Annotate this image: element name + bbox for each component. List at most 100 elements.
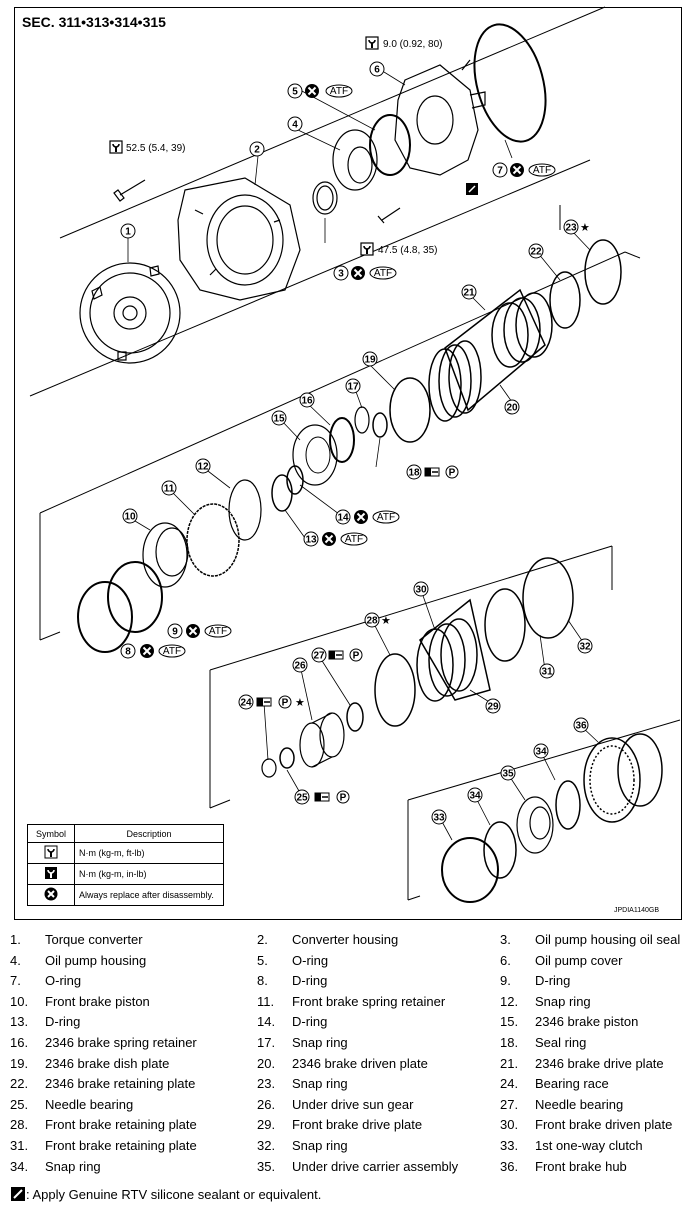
torque-converter: [79, 262, 181, 364]
part-name: Snap ring: [535, 993, 591, 1009]
part-name: Front brake spring retainer: [292, 993, 446, 1009]
svg-text:34: 34: [469, 791, 481, 802]
part-number: 33.: [500, 1137, 519, 1153]
part-name: Front brake driven plate: [535, 1117, 673, 1133]
svg-text:30: 30: [415, 585, 427, 596]
part-name: Converter housing: [292, 932, 399, 947]
part-name: 2346 brake driven plate: [292, 1055, 428, 1071]
svg-text:36: 36: [575, 721, 587, 732]
part-name: D-ring: [292, 1014, 328, 1030]
part-name: O-ring: [292, 952, 329, 968]
front-brake-spring-retainer: [186, 503, 240, 577]
symbol-legend: Symbol Description N·m (kg-m, ft-lb) N·m…: [27, 824, 224, 906]
part-number: 19.: [10, 1055, 29, 1071]
snap-ring-23: [584, 239, 622, 305]
svg-text:32: 32: [579, 642, 591, 653]
part-number: 7.: [10, 973, 21, 989]
part-number: 32.: [257, 1137, 276, 1153]
part-number: 14.: [257, 1014, 276, 1030]
d-ring-8: [77, 581, 133, 653]
torque-wrench-inlb-icon: [27, 863, 75, 885]
svg-text:19: 19: [364, 355, 376, 366]
part-number: 18.: [500, 1034, 519, 1050]
figure-code: JPDIA1140GB: [614, 907, 660, 914]
part-name: Under drive sun gear: [292, 1096, 414, 1112]
under-drive-sun-gear: [299, 712, 345, 768]
part-number: 34.: [10, 1158, 29, 1174]
svg-text:13: 13: [305, 535, 317, 546]
front-brake-piston: [142, 522, 189, 588]
front-brake-plate-pack: [416, 598, 491, 702]
svg-text:P: P: [449, 468, 456, 479]
torque-wrench-icon: [109, 140, 123, 154]
svg-text:17: 17: [347, 382, 359, 393]
part-number: 9.: [500, 973, 511, 989]
part-number: 6.: [500, 952, 511, 968]
d-ring-13: [271, 474, 293, 512]
svg-text:7: 7: [497, 166, 503, 177]
section-title: SEC. 311•313•314•315: [22, 14, 166, 30]
footnote: : Apply Genuine RTV silicone sealant or …: [10, 1186, 321, 1202]
part-number: 5.: [257, 952, 268, 968]
part-number: 1.: [10, 932, 21, 947]
part-number: 25.: [10, 1096, 29, 1112]
part-number: 10.: [10, 993, 29, 1009]
part-number: 24.: [500, 1076, 519, 1092]
svg-text:12: 12: [197, 462, 209, 473]
oil-pump-housing: [332, 129, 378, 191]
part-name: Bearing race: [535, 1076, 609, 1092]
part-name: Front brake drive plate: [292, 1117, 423, 1133]
bearing-race: [261, 758, 277, 778]
part-name: 2346 brake dish plate: [45, 1055, 170, 1071]
2346-brake-plate-pack: [428, 288, 553, 422]
svg-text:10: 10: [124, 512, 136, 523]
part-number: 16.: [10, 1034, 29, 1050]
svg-text:22: 22: [530, 247, 542, 258]
svg-text:24: 24: [240, 698, 252, 709]
front-brake-retaining-plate-28: [374, 653, 416, 727]
svg-text:9: 9: [172, 627, 178, 638]
svg-text:14: 14: [337, 513, 349, 524]
svg-text:ATF: ATF: [533, 165, 551, 176]
part-name: 2346 brake retaining plate: [45, 1076, 196, 1092]
part-name: Needle bearing: [535, 1096, 624, 1112]
svg-text:ATF: ATF: [209, 626, 227, 637]
part-name: Snap ring: [292, 1137, 348, 1153]
part-number: 22.: [10, 1076, 29, 1092]
part-name: O-ring: [45, 973, 82, 989]
part-name: D-ring: [535, 973, 571, 989]
svg-text:28: 28: [366, 616, 378, 627]
d-ring-14: [286, 465, 304, 495]
part-name: Under drive carrier assembly: [292, 1158, 459, 1174]
exploded-view-drawing: 1 2 3 4 5 6 7 8 9 10 11 12 13 14 15 16 1…: [29, 6, 681, 903]
svg-text:21: 21: [463, 288, 475, 299]
front-brake-retaining-plate-31: [484, 588, 526, 662]
part-name: Front brake piston: [45, 993, 150, 1009]
part-number: 11.: [257, 993, 275, 1009]
part-name: 1st one-way clutch: [535, 1137, 643, 1153]
part-number: 20.: [257, 1055, 276, 1071]
callouts: 1 2 3 4 5 6 7 8 9 10 11 12 13 14 15 16 1…: [120, 61, 593, 825]
part-name: Oil pump housing oil seal: [535, 932, 681, 947]
part-number: 36.: [500, 1158, 519, 1174]
svg-text:★: ★: [381, 615, 391, 627]
part-number: 35.: [257, 1158, 276, 1174]
svg-text:★: ★: [580, 222, 590, 234]
svg-text:P: P: [353, 651, 360, 662]
part-name: Front brake hub: [535, 1158, 627, 1174]
part-number: 17.: [257, 1034, 276, 1050]
svg-text:ATF: ATF: [163, 646, 181, 657]
seal-ring-18: [372, 412, 388, 438]
part-name: 2346 brake piston: [535, 1014, 639, 1030]
converter-housing: [177, 177, 301, 301]
2346-brake-dish-plate: [389, 377, 431, 443]
part-name: Snap ring: [292, 1034, 348, 1050]
star-marks: ★ ★ ★: [295, 222, 590, 709]
svg-text:47.5 (4.8, 35): 47.5 (4.8, 35): [378, 245, 437, 256]
housing-bolt: [113, 179, 146, 202]
svg-text:ATF: ATF: [374, 268, 392, 279]
svg-text:35: 35: [502, 769, 514, 780]
part-name: Needle bearing: [45, 1096, 134, 1112]
svg-text:8: 8: [125, 647, 131, 658]
part-name: Torque converter: [45, 932, 143, 947]
